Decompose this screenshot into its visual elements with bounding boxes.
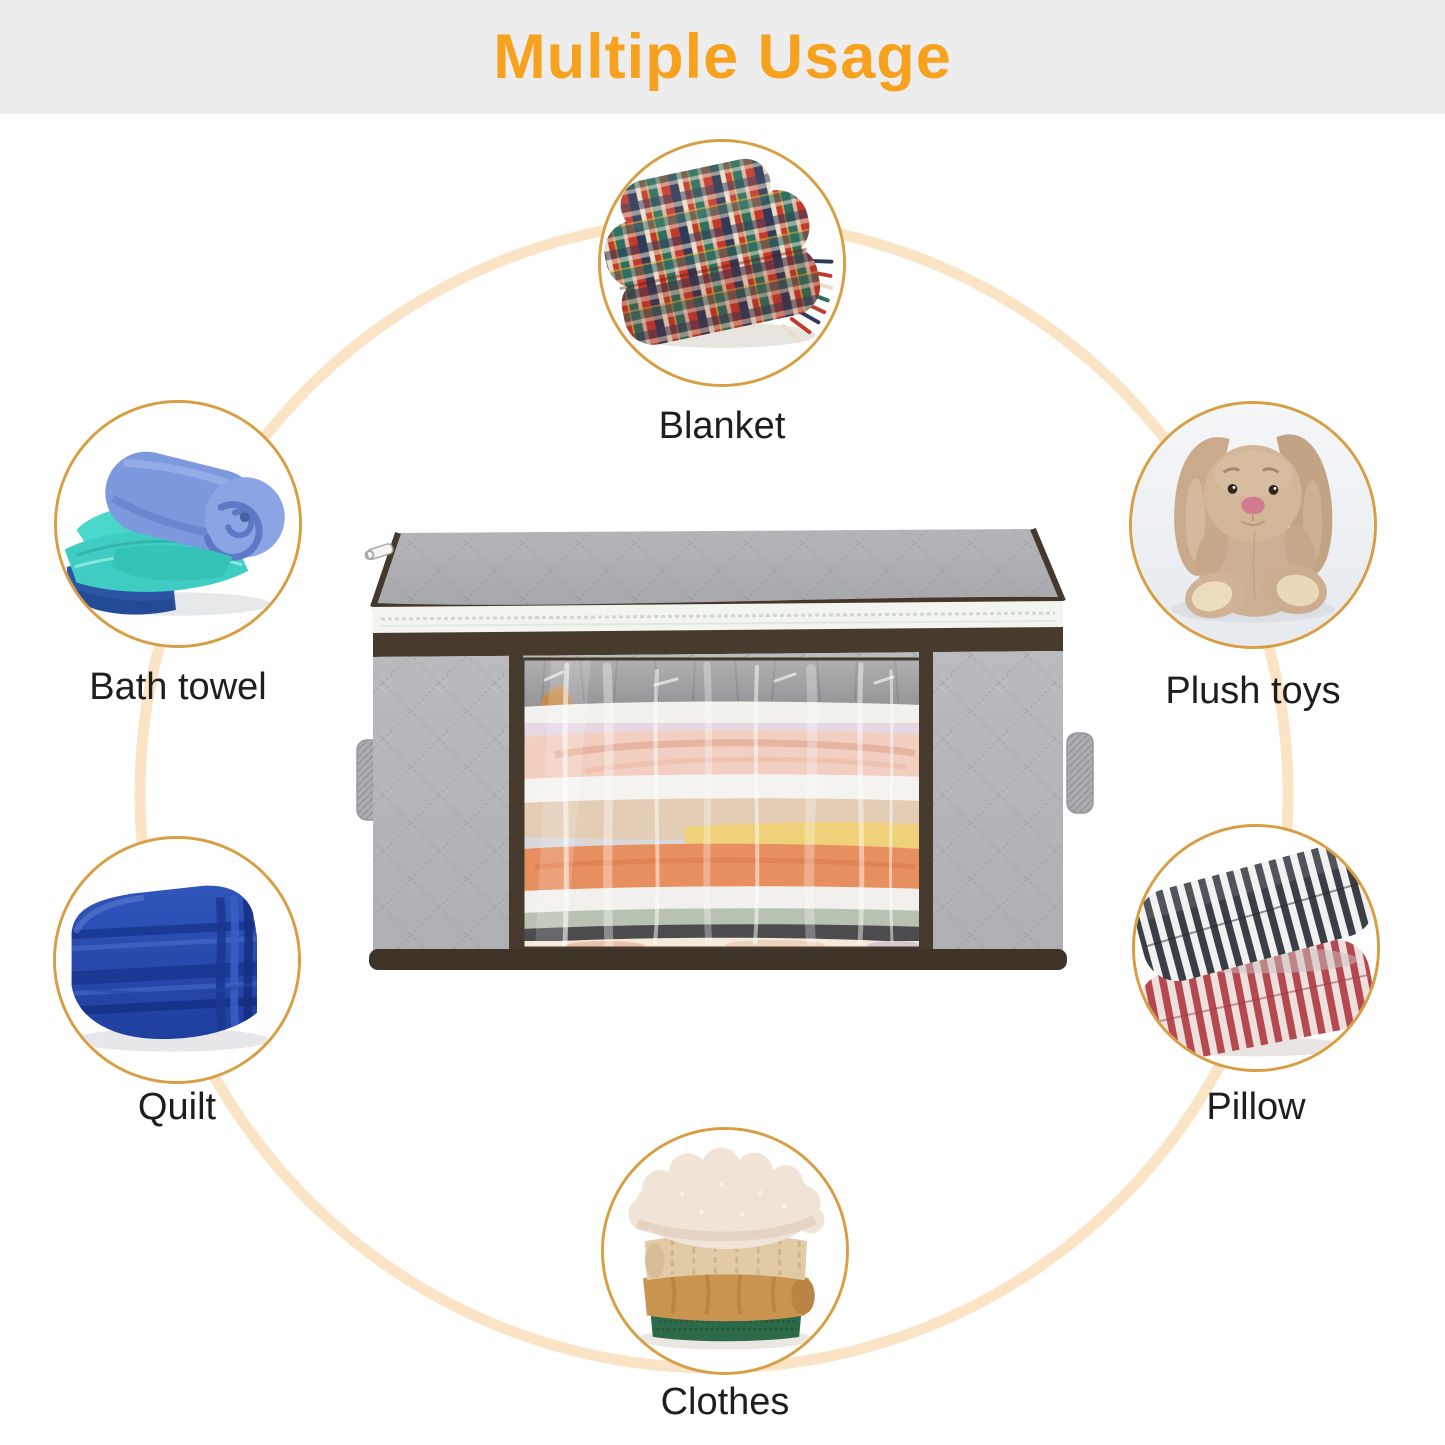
quilt-graphic (56, 839, 298, 1081)
clothes-graphic (604, 1130, 846, 1372)
pillow-graphic (1135, 827, 1377, 1069)
bag-zipper (373, 601, 1063, 633)
pillow-label: Pillow (1206, 1086, 1306, 1128)
blanket-graphic (601, 142, 843, 384)
plush-toys-label: Plush toys (1165, 670, 1341, 712)
plush-toys-photo (1129, 401, 1377, 649)
storage-bag-graphic (356, 527, 1094, 970)
bag-window-trim-left (509, 654, 523, 952)
clothes-label: Clothes (660, 1381, 790, 1423)
quilt-label: Quilt (137, 1086, 217, 1128)
bag-bottom-trim (369, 949, 1067, 970)
blanket-label: Blanket (658, 405, 786, 447)
bath-towel-label: Bath towel (89, 666, 267, 708)
zipper-pull (364, 543, 394, 561)
page-title: Multiple Usage (493, 22, 952, 92)
clothes-photo (601, 1127, 849, 1375)
pillow-photo (1132, 824, 1380, 1072)
bag-window-contents (521, 657, 923, 953)
bag-window-trim-right (919, 651, 933, 951)
bath-towel-photo (54, 400, 302, 648)
blanket-photo (598, 139, 846, 387)
bag-lid (364, 527, 1066, 613)
plush-toys-graphic (1132, 404, 1374, 646)
bag-front-trim (373, 627, 1063, 657)
storage-bag (355, 515, 1095, 975)
bag-handle-right (1066, 732, 1094, 814)
header-band: Multiple Usage (0, 0, 1445, 114)
bath-towel-graphic (57, 403, 299, 645)
quilt-photo (53, 836, 301, 1084)
